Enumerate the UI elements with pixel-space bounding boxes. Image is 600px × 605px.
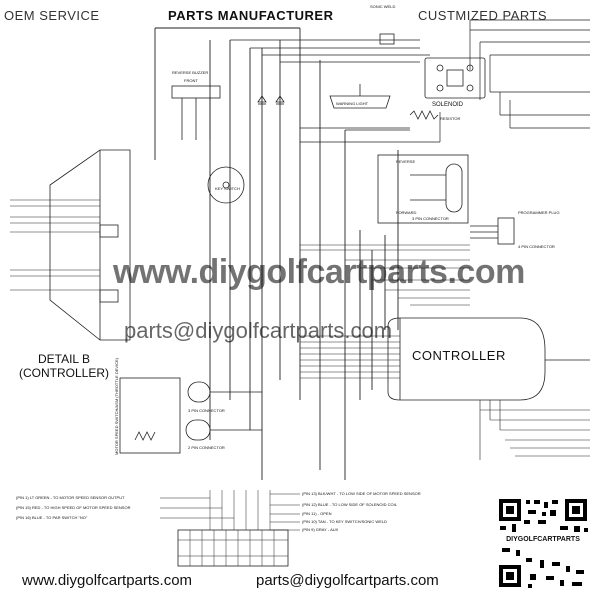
banner-customized-parts: CUSTMIZED PARTS: [418, 8, 548, 23]
label-warning-light: WARNING LIGHT: [336, 101, 369, 106]
label-solenoid: SOLENOID: [432, 102, 464, 108]
pin-note: (PIN 9) GRAY - AUX: [302, 527, 339, 532]
label-motor-speed-switch: MOTOR SPEED SWITCH/ASM (THROTTLE DEVICE): [114, 357, 119, 455]
pin-note: (PIN 1) LT GREEN - TO MOTOR SPEED SENSOR…: [16, 495, 125, 500]
pin-notes-left: (PIN 1) LT GREEN - TO MOTOR SPEED SENSOR…: [16, 495, 131, 520]
pin-note: (PIN 11) - OPEN: [302, 511, 332, 516]
pin2-connector: [185, 419, 211, 441]
detail-b-connector-outline: [49, 149, 131, 341]
footer-email: parts@diygolfcartparts.com: [256, 572, 439, 589]
label-2pin-connector: 2 PIN CONNECTOR: [188, 445, 225, 450]
pin-notes-right: (PIN 13) BLK/WHT - TO LOW SIDE OF MOTOR …: [302, 491, 421, 532]
label-resistor: RESISTOR: [440, 116, 460, 121]
banner-oem-service: OEM SERVICE: [4, 8, 100, 23]
watermark-email: parts@diygolfcartparts.com: [124, 318, 393, 343]
motor-speed-switch: [119, 377, 181, 454]
qr-code: [497, 497, 589, 589]
detail-b-title: DETAIL B: [37, 352, 90, 366]
controller-label: CONTROLLER: [412, 348, 506, 363]
resistor: [409, 110, 439, 120]
sonic-weld: [379, 33, 395, 45]
label-reverse: REVERSE: [396, 159, 415, 164]
key-switch: [207, 166, 245, 204]
programmer-plug: [497, 217, 515, 245]
pin-note: (PIN 15) RED - TO HIGH SPEED OF MOTOR SP…: [16, 505, 131, 510]
pin-note: (PIN 13) BLK/WHT - TO LOW SIDE OF MOTOR …: [302, 491, 421, 496]
warning-light: [329, 95, 391, 109]
reverse-buzzer: [171, 85, 221, 99]
banner-parts-manufacturer: PARTS MANUFACTURER: [168, 8, 334, 23]
detail-b-label: DETAIL B (CONTROLLER): [8, 352, 120, 380]
label-3pin-connector-b: 3 PIN CONNECTOR: [188, 408, 225, 413]
solenoid: [424, 57, 486, 99]
pin-note: (PIN 16) BLUE - TO PAR SWITCH "NO": [16, 515, 88, 520]
pin3-connector-top: [187, 381, 211, 403]
detail-b-terminal-bottom: [99, 289, 119, 303]
controller: [387, 317, 546, 401]
label-sonic-weld: SONIC WELD: [370, 4, 395, 9]
detail-b-subtitle: (CONTROLLER): [18, 366, 109, 380]
label-forward: FORWARD: [396, 210, 417, 215]
detail-b-terminal-top: [99, 224, 119, 238]
footer-site: www.diygolfcartparts.com: [22, 572, 193, 589]
label-4pin-connector: 4 PIN CONNECTOR: [518, 244, 555, 249]
label-key-switch: KEY SWITCH: [215, 186, 240, 191]
forward-reverse-switch: [377, 154, 469, 224]
qr-caption: DIYGOLFCARTPARTS: [497, 536, 589, 543]
pin-note: (PIN 10) TAN - TO KEY SWITCH/SONIC WELD: [302, 519, 387, 524]
label-3pin-connector: 3 PIN CONNECTOR: [412, 216, 449, 221]
bottom-pin-connector: [177, 529, 289, 567]
label-reverse-buzzer-sub: FRONT: [184, 78, 198, 83]
pin-note: (PIN 12) BLUE - TO LOW SIDE OF SOLENOID …: [302, 502, 398, 507]
label-reverse-buzzer: REVERSE BUZZER: [172, 70, 208, 75]
label-programmer-plug: PROGRAMMER PLUG: [518, 210, 560, 215]
watermark-site: www.diygolfcartparts.com: [113, 253, 525, 291]
